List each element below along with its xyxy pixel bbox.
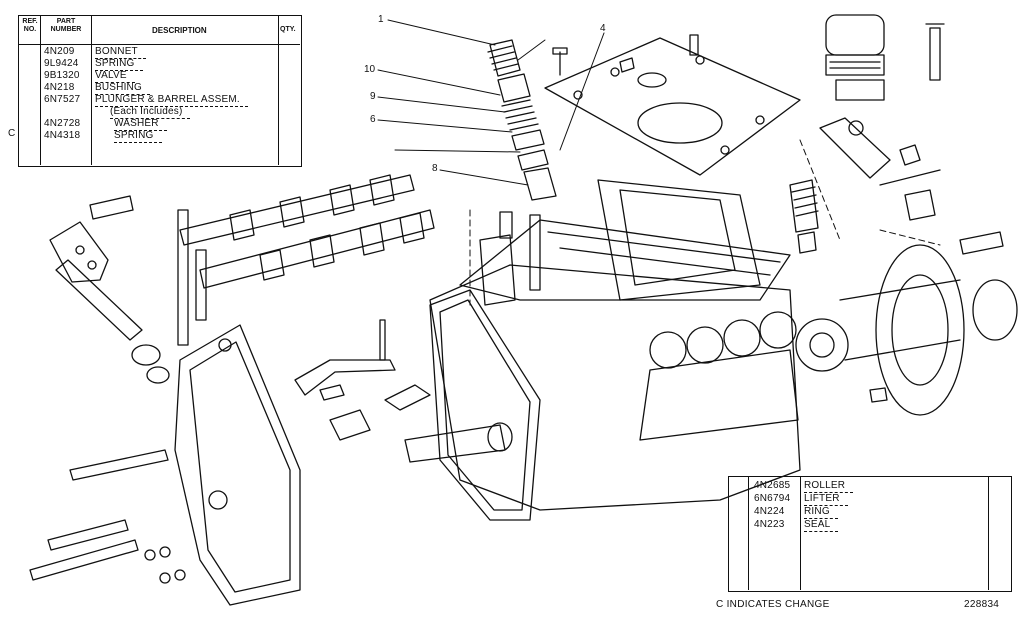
top-parts-table (18, 15, 302, 167)
part-description: RING (804, 506, 838, 519)
part-number: 4N224 (754, 506, 785, 517)
callout-number: 10 (364, 64, 376, 75)
table-divider (91, 15, 92, 165)
part-description: SPRING (95, 58, 143, 71)
governor-levers (294, 319, 431, 441)
part-number: 4N223 (754, 519, 785, 530)
table-divider (988, 476, 989, 590)
part-description: WASHER (114, 118, 167, 131)
part-number: 6N7527 (44, 94, 81, 105)
callout-number: 8 (432, 163, 438, 174)
part-description: BONNET (95, 46, 146, 59)
table-divider (278, 15, 279, 165)
change-note: C INDICATES CHANGE (716, 599, 830, 610)
header-qty: QTY. (280, 26, 296, 33)
table-divider (40, 15, 41, 165)
valve-spring-stack (487, 39, 557, 201)
part-description: SPRING (114, 130, 162, 143)
part-number: 4N2685 (754, 480, 791, 491)
part-number: 4N209 (44, 46, 75, 57)
table-divider (800, 476, 801, 590)
header-ref-no: REF. NO. (22, 18, 38, 33)
part-description: ROLLER (804, 480, 854, 493)
header-description: DESCRIPTION (152, 26, 207, 35)
part-description: (Each Includes) (110, 106, 191, 119)
part-number: 6N6794 (754, 493, 791, 504)
part-description: PLUNGER & BARREL ASSEM. (95, 94, 248, 107)
callout-number: 1 (378, 14, 384, 25)
part-description: BUSHING (95, 82, 150, 95)
table-header-rule (18, 44, 300, 45)
header-part-number: PART NUMBER (50, 18, 82, 33)
part-description: LIFTER (804, 493, 848, 506)
part-description: SEAL (804, 519, 839, 532)
illustration-number: 228834 (964, 599, 1000, 610)
camshaft-assembly (177, 174, 435, 346)
drive-pulley-and-gear (795, 244, 1018, 416)
pump-housing (429, 179, 801, 511)
front-gasket (404, 289, 541, 521)
upper-right-parts (789, 14, 1004, 255)
top-cover-plate (544, 34, 801, 176)
part-number: 4N2728 (44, 118, 81, 129)
break-lines (469, 139, 941, 306)
callout-number: 9 (370, 91, 376, 102)
callout-number: 6 (370, 114, 376, 125)
callout-number: 4 (600, 23, 606, 34)
part-number: 4N218 (44, 82, 75, 93)
part-number: 9L9424 (44, 58, 79, 69)
bottom-parts-table (728, 476, 1012, 592)
part-number: 9B1320 (44, 70, 80, 81)
table-divider (748, 476, 749, 590)
part-number: 4N4318 (44, 130, 81, 141)
linkage-arm (49, 195, 170, 384)
change-mark: C (8, 128, 16, 139)
callout-leaders (377, 19, 605, 186)
part-description: VALVE (95, 70, 135, 83)
end-housing (29, 324, 301, 606)
